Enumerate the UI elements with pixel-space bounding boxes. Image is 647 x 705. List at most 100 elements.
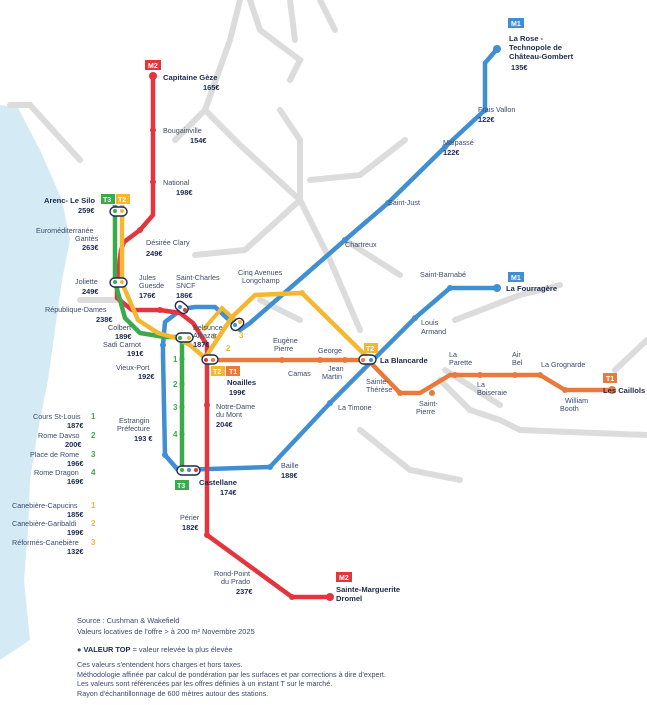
svg-text:Saint-Charles: Saint-Charles bbox=[176, 273, 220, 282]
m2-badge-bottom: M2 bbox=[336, 572, 352, 582]
station-saint-just: Saint-Just bbox=[388, 198, 420, 207]
svg-text:Sainte-: Sainte- bbox=[366, 377, 389, 386]
station-eugene-pierre: Eugène Pierre bbox=[273, 336, 298, 353]
t2-badge-noailles: T2 bbox=[211, 366, 225, 376]
svg-text:204€: 204€ bbox=[216, 420, 232, 429]
station-george: George bbox=[318, 346, 342, 355]
svg-text:Longchamp: Longchamp bbox=[242, 276, 280, 285]
svg-text:192€: 192€ bbox=[138, 372, 154, 381]
station-colbert: Colbert 189€ bbox=[108, 323, 131, 341]
svg-text:M2: M2 bbox=[339, 575, 349, 582]
station-dot bbox=[150, 127, 156, 133]
station-dot bbox=[299, 290, 305, 296]
station-belsunce: Belsunce Alcazar 187€ bbox=[193, 323, 223, 349]
svg-text:1: 1 bbox=[91, 501, 96, 510]
m2-badge-top: M2 bbox=[145, 60, 161, 70]
svg-text:2: 2 bbox=[91, 519, 96, 528]
svg-text:196€: 196€ bbox=[67, 459, 83, 468]
svg-text:Périer: Périer bbox=[180, 513, 200, 522]
svg-text:Joliette: Joliette bbox=[75, 277, 98, 286]
station-la-blancarde: La Blancarde bbox=[380, 356, 428, 365]
svg-text:165€: 165€ bbox=[203, 83, 219, 92]
svg-text:Parette: Parette bbox=[449, 358, 472, 367]
note-line: Les valeurs sont référencées par les off… bbox=[77, 679, 333, 688]
svg-text:Sadi Carnot: Sadi Carnot bbox=[103, 340, 141, 349]
svg-text:198€: 198€ bbox=[176, 188, 192, 197]
station-national: National 198€ bbox=[163, 178, 192, 197]
svg-text:Noailles: Noailles bbox=[227, 378, 256, 387]
station-dot bbox=[452, 372, 458, 378]
station-la-grognarde: La Grognarde bbox=[541, 360, 585, 369]
svg-text:3: 3 bbox=[91, 450, 96, 459]
svg-text:1: 1 bbox=[91, 412, 96, 421]
svg-text:Préfecture: Préfecture bbox=[117, 424, 150, 433]
t3-list: Cours St-Louis 1 187€ Rome Davso 2 200€ … bbox=[30, 412, 96, 486]
subtitle-text: Valeurs locatives de l'offre > à 200 m² … bbox=[77, 627, 255, 636]
station-dot bbox=[157, 307, 163, 313]
svg-text:Booth: Booth bbox=[560, 404, 579, 413]
svg-text:Air: Air bbox=[512, 350, 521, 359]
station-dot bbox=[150, 179, 156, 185]
t2-badge-blancarde: T2 bbox=[364, 343, 378, 353]
svg-text:Baille: Baille bbox=[281, 461, 299, 470]
svg-text:Frais Vallon: Frais Vallon bbox=[478, 105, 515, 114]
svg-text:122€: 122€ bbox=[443, 148, 459, 157]
station-la-timone: La Timone bbox=[338, 403, 372, 412]
street-grid bbox=[7, 0, 647, 483]
svg-text:3: 3 bbox=[239, 331, 244, 340]
station-la-rose: La Rose - Technopole de Château-Gombert … bbox=[509, 34, 574, 72]
svg-text:Euroméditerranée: Euroméditerranée bbox=[36, 226, 94, 235]
station-dot bbox=[608, 386, 616, 394]
svg-text:du Mont: du Mont bbox=[216, 410, 242, 419]
station-fourragere: La Fourragère bbox=[506, 284, 557, 293]
svg-text:191€: 191€ bbox=[127, 349, 143, 358]
svg-text:174€: 174€ bbox=[220, 488, 236, 497]
svg-text:189€: 189€ bbox=[115, 332, 131, 341]
station-dot bbox=[204, 402, 210, 408]
svg-text:La Rose -: La Rose - bbox=[509, 34, 544, 43]
svg-text:Louis: Louis bbox=[421, 318, 439, 327]
svg-text:Place de Rome: Place de Rome bbox=[30, 450, 79, 459]
svg-text:SNCF: SNCF bbox=[176, 281, 196, 290]
station-camas: Camas bbox=[288, 369, 311, 378]
station-cinq-avenues: Cinq Avenues Longchamp bbox=[238, 268, 283, 285]
t2-list: Canebière-Capucins 1 185€ Canebière-Gari… bbox=[12, 501, 96, 556]
svg-text:du Prado: du Prado bbox=[221, 577, 250, 586]
svg-text:Dromel: Dromel bbox=[336, 594, 362, 603]
svg-text:M1: M1 bbox=[511, 21, 521, 28]
t3-badge-bottom: T3 bbox=[175, 480, 189, 490]
svg-text:Eugène: Eugène bbox=[273, 336, 298, 345]
t2-badge-top: T2 bbox=[116, 194, 130, 204]
station-bougainville: Bougainville 154€ bbox=[163, 126, 206, 145]
svg-text:199€: 199€ bbox=[229, 388, 245, 397]
t2-numbered-stops: 123 bbox=[212, 331, 244, 353]
station-william-booth: William Booth bbox=[560, 396, 588, 413]
svg-text:Saint-: Saint- bbox=[419, 399, 438, 408]
station-dots bbox=[160, 45, 501, 470]
svg-text:Gantès: Gantès bbox=[75, 234, 99, 243]
svg-text:T2: T2 bbox=[366, 346, 374, 353]
svg-text:187€: 187€ bbox=[193, 340, 209, 349]
station-capitaine-geze: Capitaine Gèze 165€ bbox=[163, 73, 219, 92]
svg-text:Canebière-Garibaldi: Canebière-Garibaldi bbox=[12, 519, 77, 528]
station-saint-barnabe: Saint-Barnabé bbox=[420, 270, 466, 279]
station-dot bbox=[512, 372, 518, 378]
svg-text:Sainte-Marguerite: Sainte-Marguerite bbox=[336, 585, 400, 594]
line-t1 bbox=[207, 357, 612, 396]
svg-text:2: 2 bbox=[91, 431, 96, 440]
station-saint-pierre: Saint- Pierre bbox=[416, 399, 438, 416]
note-line: Méthodologie affinée par calcul de pondé… bbox=[77, 669, 386, 679]
svg-text:William: William bbox=[565, 396, 588, 405]
station-dot bbox=[279, 357, 285, 363]
svg-text:1: 1 bbox=[173, 355, 178, 364]
svg-text:Rome Dragon: Rome Dragon bbox=[34, 468, 79, 477]
station-dot bbox=[537, 372, 543, 378]
svg-text:Pierre: Pierre bbox=[416, 407, 435, 416]
station-dot bbox=[137, 227, 143, 233]
svg-text:Arenc- Le Silo: Arenc- Le Silo bbox=[44, 196, 95, 205]
svg-text:2: 2 bbox=[226, 344, 231, 353]
m1-badge-top: M1 bbox=[508, 18, 524, 28]
station-la-boiseraie: La Boiseraie bbox=[477, 380, 507, 397]
svg-text:M1: M1 bbox=[511, 275, 521, 282]
svg-text:185€: 185€ bbox=[67, 510, 83, 519]
